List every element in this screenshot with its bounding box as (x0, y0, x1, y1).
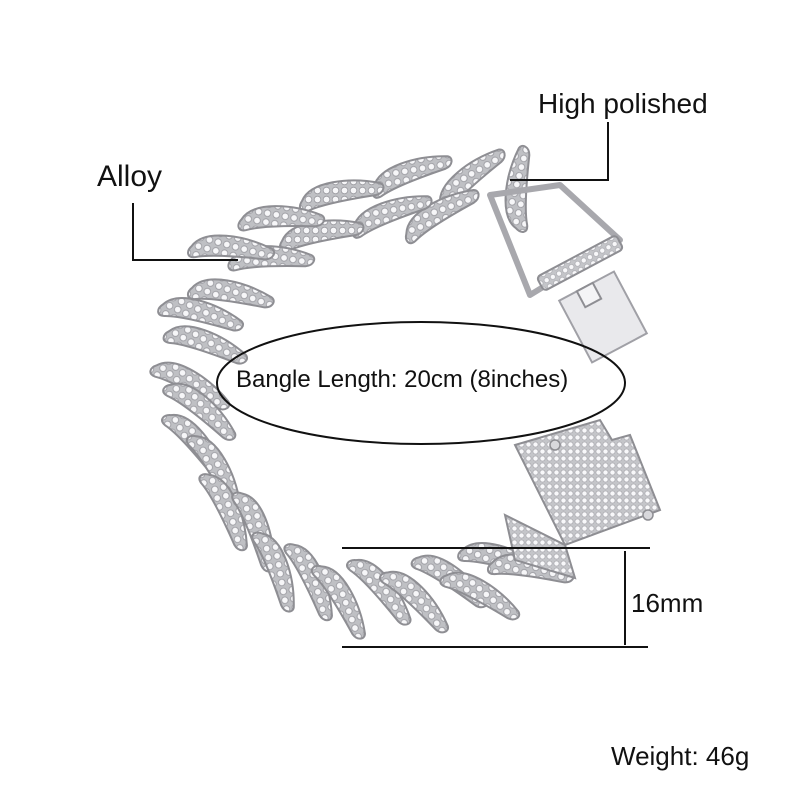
finish-label: High polished (538, 88, 708, 119)
annotation-lines (132, 122, 650, 648)
weight-label: Weight: 46g (611, 741, 750, 771)
material-label: Alloy (97, 160, 163, 193)
box-clasp (503, 418, 662, 580)
length-label: Bangle Length: 20cm (8inches) (236, 366, 569, 393)
chain-links (147, 143, 577, 648)
clasp-tongue (487, 182, 649, 364)
alloy-leader-line (132, 203, 238, 261)
length-ellipse (216, 321, 626, 445)
width-label: 16mm (631, 588, 704, 618)
polished-leader-line (510, 122, 609, 181)
